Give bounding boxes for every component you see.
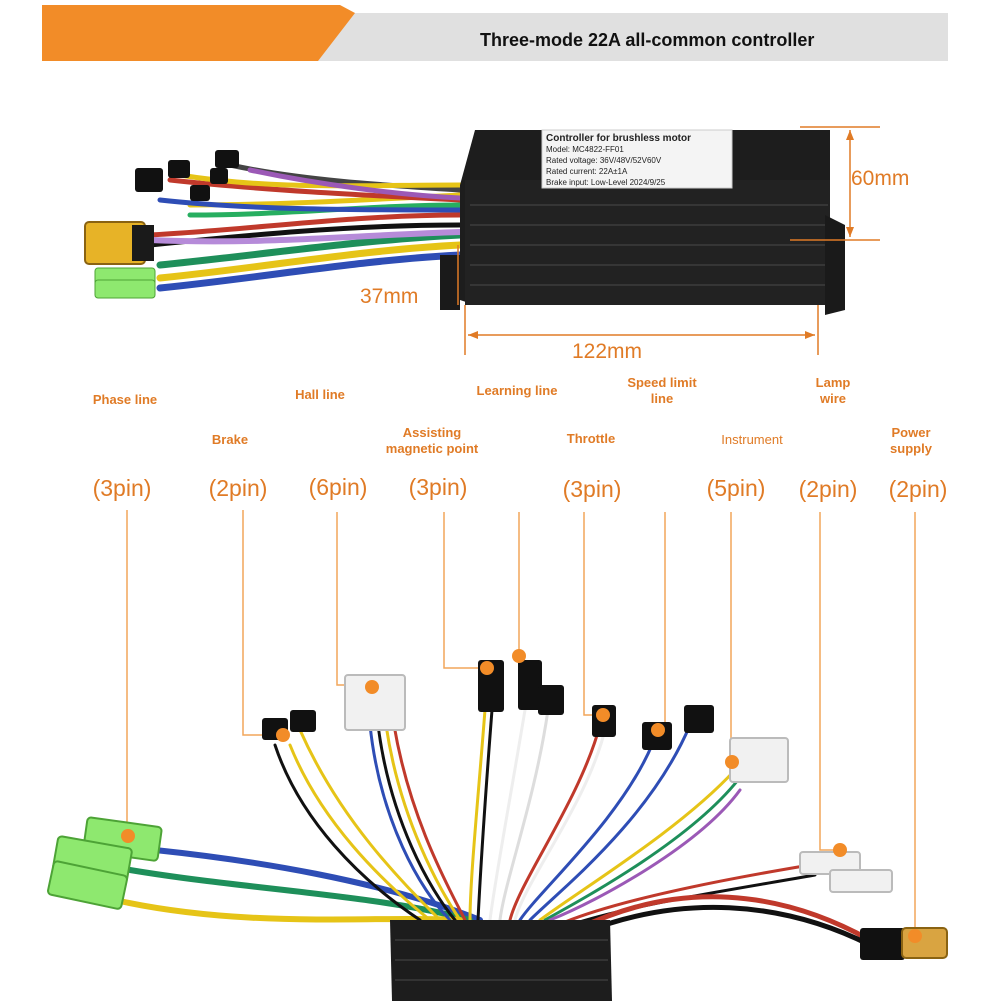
dimension-length: 122mm: [572, 340, 643, 363]
wiring-diagram: [47, 510, 948, 1001]
dimension-depth: 37mm: [360, 285, 419, 308]
connector-label-power-supply: Power supply: [890, 425, 932, 456]
banner-accent: [42, 5, 355, 61]
pin-count-phase-line: (3pin): [92, 475, 152, 501]
sticker-line: Brake input: Low-Level 2024/9/25: [546, 178, 666, 187]
pin-count-power-supply: (2pin): [888, 476, 948, 502]
sticker-line: Rated current: 22A±1A: [546, 167, 628, 176]
pin-count-assisting-magnetic-point: (3pin): [408, 474, 468, 500]
controller-label-sticker: Controller for brushless motor Model: MC…: [546, 133, 730, 188]
sticker-line: Rated voltage: 36V/48V/52V60V: [546, 156, 662, 165]
connector-label-instrument: Instrument: [721, 432, 783, 447]
connector-label-hall-line: Hall line: [295, 387, 345, 402]
connector-label-learning-line: Learning line: [476, 383, 558, 398]
connector-label-lamp-wire: Lamp wire: [815, 375, 851, 406]
connector-label-brake: Brake: [211, 432, 249, 447]
connector-label-assisting-magnetic-point: Assisting magnetic point: [385, 425, 479, 456]
pin-count-throttle: (3pin): [562, 476, 622, 502]
pin-count-lamp-wire: (2pin): [798, 476, 858, 502]
dimension-height: 60mm: [851, 167, 910, 190]
connector-label-phase-line: Phase line: [92, 392, 158, 407]
connector-label-throttle: Throttle: [566, 431, 616, 446]
sticker-line: Model: MC4822-FF01: [546, 145, 624, 154]
pin-count-brake: (2pin): [208, 475, 268, 501]
pin-count-instrument: (5pin): [706, 475, 766, 501]
connector-label-speed-limit-line: Speed limit line: [627, 375, 697, 406]
pin-count-hall-line: (6pin): [308, 474, 368, 500]
sticker-heading: Controller for brushless motor: [546, 133, 692, 144]
banner-title: Three-mode 22A all-common controller: [480, 30, 815, 50]
controller-photo-top: [84, 126, 880, 355]
